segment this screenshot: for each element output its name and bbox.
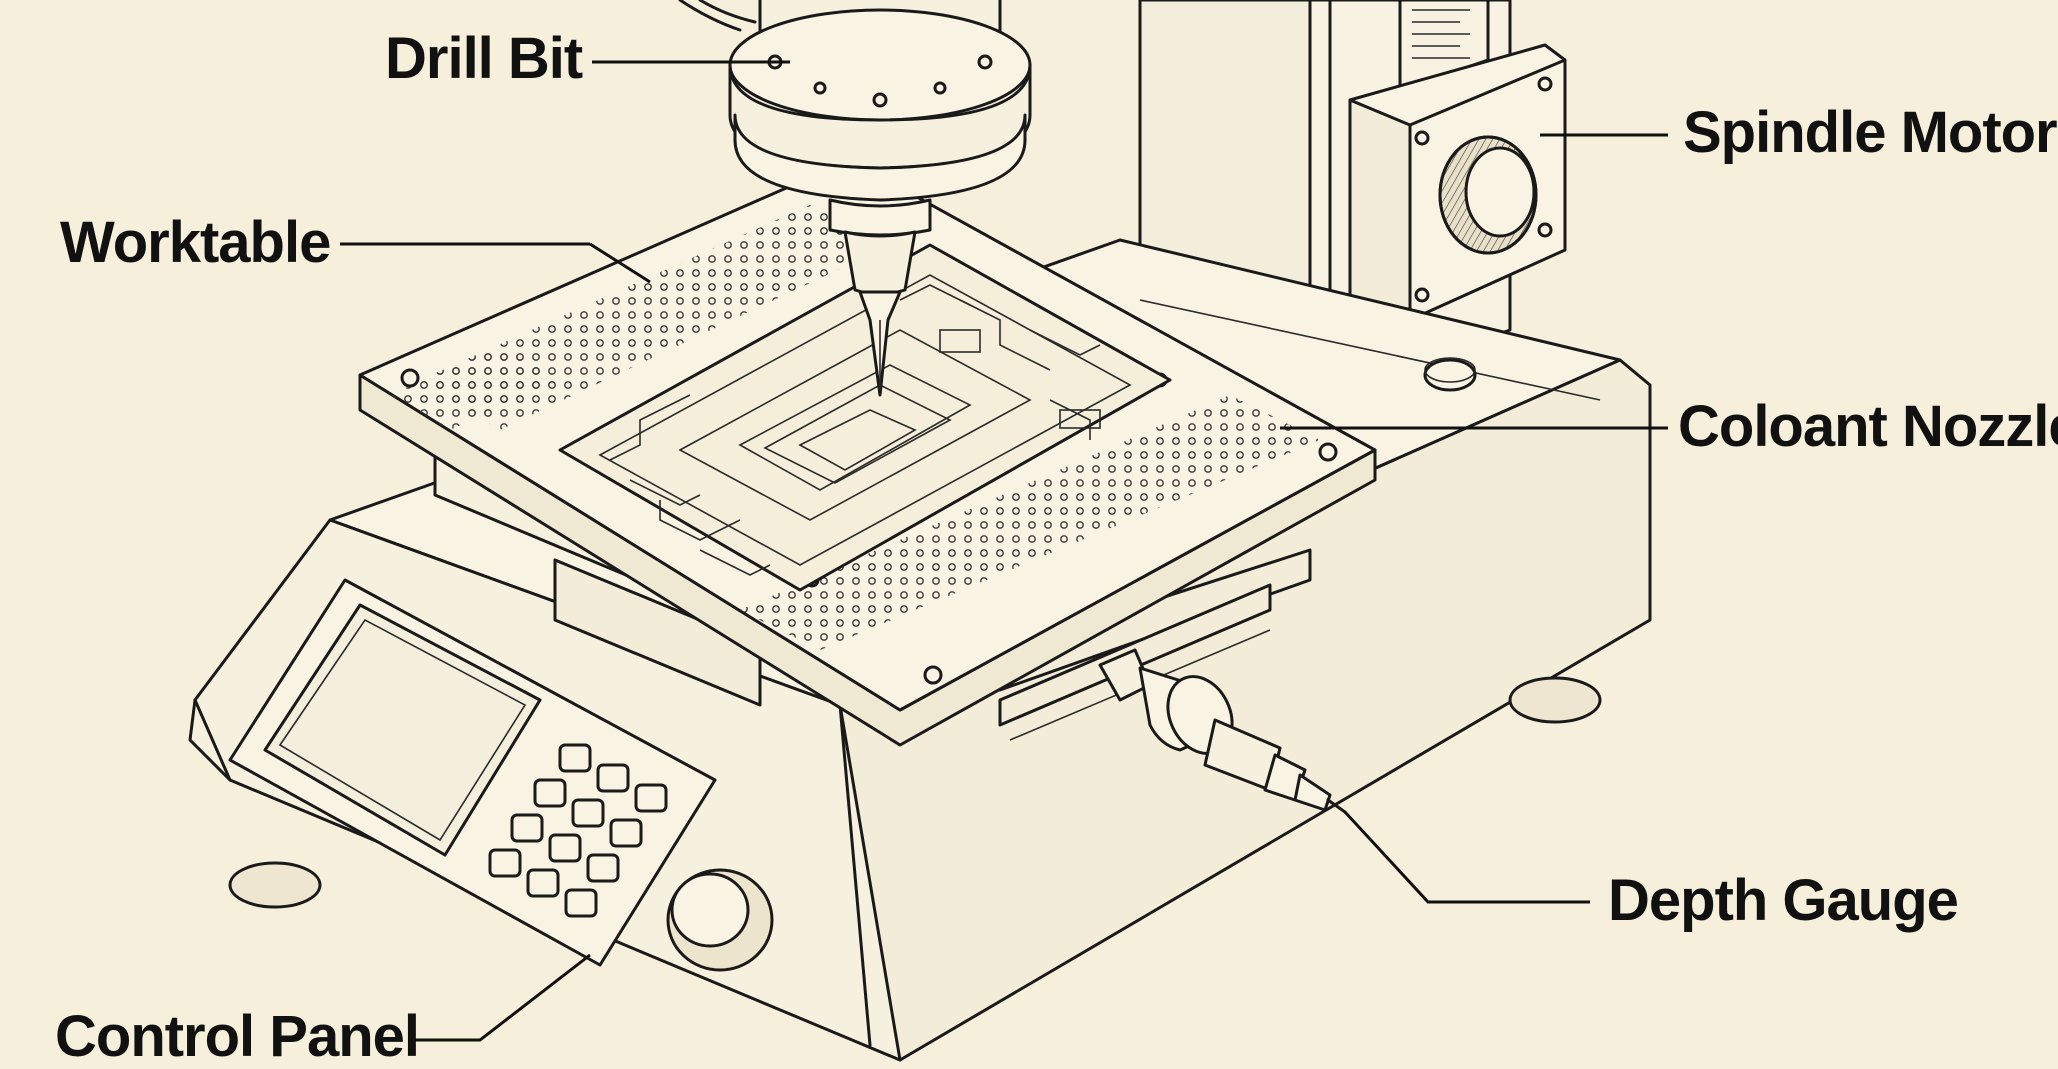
label-worktable: Worktable xyxy=(60,210,331,275)
leader-worktable-diag xyxy=(589,242,651,284)
leader-depth-gauge xyxy=(1343,810,1590,904)
label-depth-gauge: Depth Gauge xyxy=(1608,868,1959,933)
drill-head xyxy=(678,0,1032,397)
depth-gauge-illustration xyxy=(1098,648,1347,814)
leader-control-panel xyxy=(412,953,591,1042)
label-drill-bit: Drill Bit xyxy=(385,26,583,91)
label-spindle-motor: Spindle Motor xyxy=(1683,100,2058,165)
leader-lines xyxy=(340,60,1668,1042)
control-panel-illustration xyxy=(228,578,774,972)
base-button xyxy=(1423,357,1477,392)
spindle-motor-housing xyxy=(1348,43,1567,322)
pcb-workpiece xyxy=(558,243,1172,592)
label-coolant-nozzle: Coloant Nozzle xyxy=(1678,394,2058,459)
machine-feet xyxy=(228,676,1602,909)
label-control-panel: Control Panel xyxy=(55,1004,420,1069)
